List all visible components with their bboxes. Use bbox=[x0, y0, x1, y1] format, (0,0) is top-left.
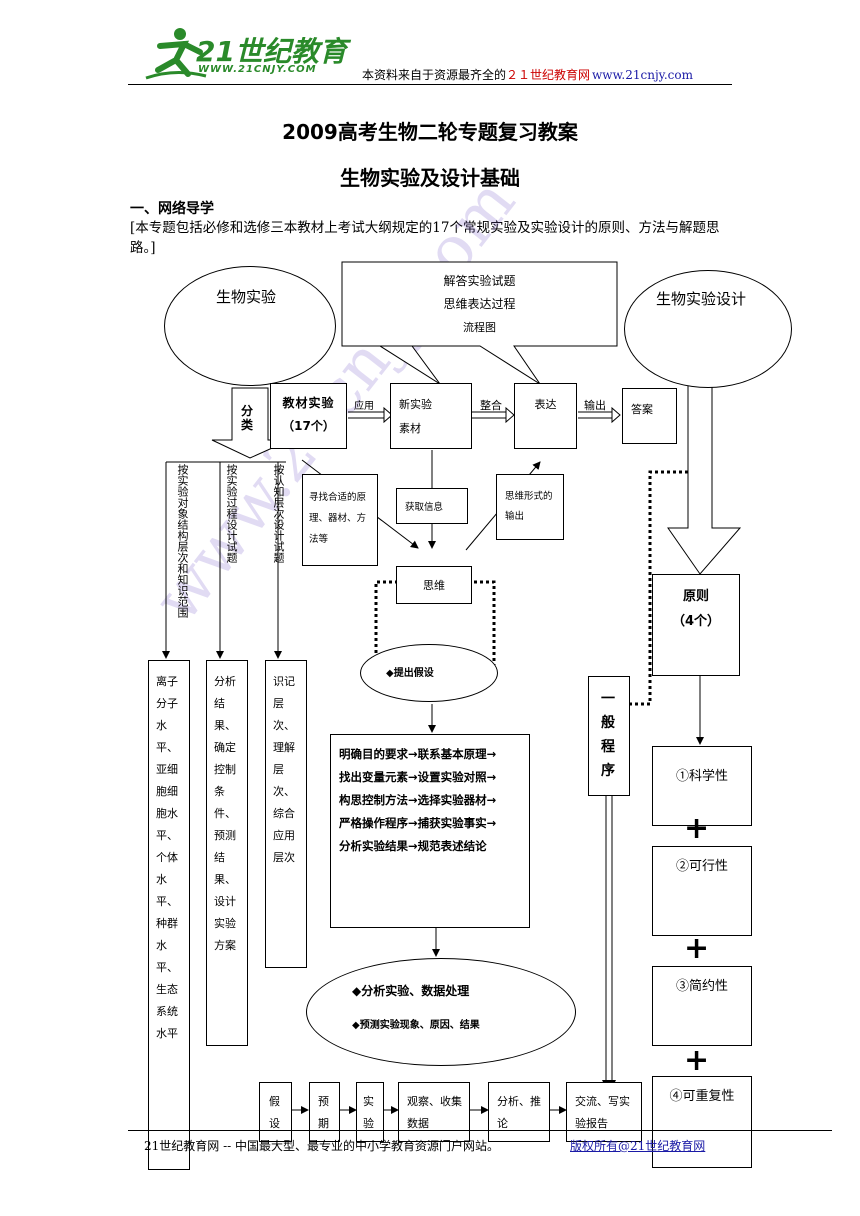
principle-line2: （4个） bbox=[671, 614, 721, 629]
bottom-step-analyze: 分析、推论 bbox=[488, 1082, 550, 1142]
bottom-step-label: 观察、收集数据 bbox=[407, 1095, 462, 1130]
analysis-ellipse bbox=[306, 958, 576, 1066]
principle-4: ④可重复性 bbox=[669, 1089, 735, 1104]
thinking-box: 思维 bbox=[396, 566, 472, 604]
header-rule bbox=[128, 84, 732, 85]
new-experiment-box: 新实验 素材 bbox=[390, 383, 472, 449]
col1-content: 离子分子水平、亚细胞细胞水平、个体水平、种群水平、生态系统水平 bbox=[156, 675, 178, 1040]
bottom-step-label: 分析、推论 bbox=[497, 1095, 541, 1130]
answer-box: 答案 bbox=[622, 388, 677, 444]
tagline-url[interactable]: www.21cnjy.com bbox=[592, 68, 693, 82]
col1-label: 按实验对象结构层次和知识范围 bbox=[176, 464, 189, 618]
section-intro: [本专题包括必修和选修三本教材上考试大纲规定的17个常规实验及实验设计的原则、方… bbox=[130, 220, 720, 256]
step-line: 分析实验结果→规范表述结论 bbox=[339, 839, 487, 853]
principle-3: ③简约性 bbox=[675, 979, 728, 994]
section-heading: 一、网络导学 bbox=[130, 201, 214, 217]
footer-copyright-link[interactable]: 版权所有@21世纪教育网 bbox=[570, 1139, 706, 1153]
textbook-line1: 教材实验 bbox=[282, 396, 335, 410]
principle-box: 原则 （4个） bbox=[652, 574, 740, 676]
principle-2: ②可行性 bbox=[675, 859, 728, 874]
find-materials-text: 寻找合适的原理、器材、方法等 bbox=[309, 492, 367, 545]
col2-label: 按实验过程设计试题 bbox=[225, 464, 238, 563]
thinking-label: 思维 bbox=[423, 579, 445, 592]
col3-content: 识记层次、理解层次、综合应用层次 bbox=[273, 675, 295, 864]
plus-sign: + bbox=[684, 811, 710, 846]
general-procedure-label: 一般程序 bbox=[601, 691, 615, 779]
bottom-step-label: 实验 bbox=[363, 1095, 374, 1130]
new-exp-line2: 素材 bbox=[399, 422, 421, 435]
header-logo: 21世纪教育 WWW.21CNJY.COM bbox=[140, 24, 350, 82]
callout-line3: 流程图 bbox=[463, 321, 496, 334]
col3-content-box: 识记层次、理解层次、综合应用层次 bbox=[265, 660, 307, 968]
ellipse-right-label: 生物实验设计 bbox=[656, 290, 747, 308]
col3-label: 按认知层次设计试题 bbox=[272, 464, 285, 563]
principle-2-box: ②可行性 bbox=[652, 846, 752, 936]
output-label: 输出 bbox=[584, 399, 606, 412]
runner-icon bbox=[145, 28, 207, 80]
bottom-step-experiment: 实验 bbox=[356, 1082, 384, 1142]
textbook-line2: （17个） bbox=[282, 419, 335, 433]
step-line: 构思控制方法→选择实验器材→ bbox=[339, 793, 497, 807]
new-exp-line1: 新实验 bbox=[399, 398, 432, 411]
step-line: 找出变量元素→设置实验对照→ bbox=[339, 770, 497, 784]
find-materials-box: 寻找合适的原理、器材、方法等 bbox=[302, 474, 378, 566]
callout-line2: 思维表达过程 bbox=[443, 297, 516, 311]
textbook-experiment-box: 教材实验 （17个） bbox=[270, 383, 347, 449]
col2-content-box: 分析结果、确定控制条件、预测结果、设计实验方案 bbox=[206, 660, 248, 1046]
analysis-line1: ◆分析实验、数据处理 bbox=[352, 984, 470, 998]
express-label: 表达 bbox=[534, 398, 557, 411]
get-info-text: 获取信息 bbox=[405, 502, 444, 513]
plus-sign: + bbox=[684, 1043, 710, 1078]
plus-sign: + bbox=[684, 931, 710, 966]
footer-left: 21世纪教育网 -- 中国最大型、最专业的中小学教育资源门户网站。 bbox=[144, 1139, 500, 1153]
integrate-label: 整合 bbox=[480, 399, 502, 412]
col1-content-box: 离子分子水平、亚细胞细胞水平、个体水平、种群水平、生态系统水平 bbox=[148, 660, 190, 1170]
bottom-step-hypothesis: 假设 bbox=[259, 1082, 292, 1142]
hypothesis-ellipse bbox=[360, 644, 498, 702]
principle-1: ①科学性 bbox=[675, 769, 728, 784]
bottom-step-report: 交流、写实验报告 bbox=[566, 1082, 642, 1142]
tagline-brand[interactable]: ２１世纪教育网 bbox=[506, 68, 591, 82]
bottom-step-expect: 预期 bbox=[309, 1082, 340, 1142]
logo-url: WWW.21CNJY.COM bbox=[198, 64, 317, 75]
ellipse-bio-experiment bbox=[164, 266, 336, 386]
ellipse-left-label: 生物实验 bbox=[216, 288, 277, 306]
bottom-step-observe: 观察、收集数据 bbox=[398, 1082, 470, 1142]
tagline-prefix: 本资料来自于资源最齐全的 bbox=[362, 68, 507, 82]
bottom-step-label: 预期 bbox=[318, 1095, 329, 1130]
principle-1-box: ①科学性 bbox=[652, 746, 752, 826]
principle-4-box: ④可重复性 bbox=[652, 1076, 752, 1168]
logo-text: 21世纪教育 bbox=[196, 35, 347, 68]
step-line: 明确目的要求→联系基本原理→ bbox=[339, 747, 497, 761]
steps-box: 明确目的要求→联系基本原理→ 找出变量元素→设置实验对照→ 构思控制方法→选择实… bbox=[330, 734, 530, 928]
apply-label: 应用 bbox=[354, 401, 374, 412]
think-output-text: 思维形式的输出 bbox=[505, 491, 553, 522]
principle-line1: 原则 bbox=[682, 589, 709, 604]
step-line: 严格操作程序→捕获实验事实→ bbox=[339, 816, 497, 830]
general-procedure-box: 一般程序 bbox=[588, 676, 630, 796]
col2-content: 分析结果、确定控制条件、预测结果、设计实验方案 bbox=[214, 675, 236, 952]
answer-label: 答案 bbox=[631, 403, 653, 416]
page-title: 2009高考生物二轮专题复习教案 bbox=[282, 120, 578, 144]
principle-3-box: ③简约性 bbox=[652, 966, 752, 1046]
get-info-box: 获取信息 bbox=[396, 488, 468, 524]
bottom-step-label: 交流、写实验报告 bbox=[575, 1095, 630, 1130]
footer-rule bbox=[128, 1130, 832, 1131]
analysis-line2: ◆预测实验现象、原因、结果 bbox=[352, 1020, 480, 1031]
think-output-box: 思维形式的输出 bbox=[496, 474, 564, 540]
hypothesis-label: ◆提出假设 bbox=[386, 668, 434, 679]
bottom-step-label: 假设 bbox=[269, 1095, 280, 1130]
express-box: 表达 bbox=[514, 383, 577, 449]
ellipse-bio-design bbox=[624, 270, 792, 388]
page-subtitle: 生物实验及设计基础 bbox=[340, 166, 520, 190]
callout-line1: 解答实验试题 bbox=[443, 274, 516, 288]
classify-label: 分类 bbox=[241, 404, 254, 432]
